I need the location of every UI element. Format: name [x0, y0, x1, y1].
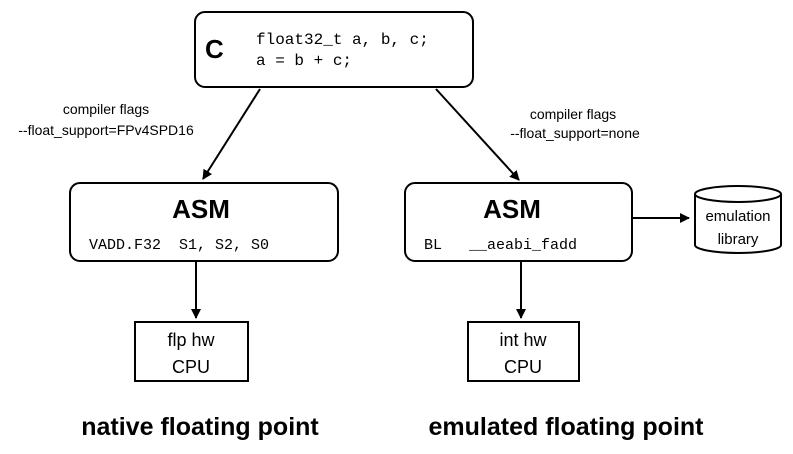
emulation-library-line-1: emulation [705, 208, 770, 225]
native-caption: native floating point [81, 413, 319, 441]
left-compiler-flags: compiler flags --float_support=FPv4SPD16 [18, 101, 194, 138]
emulated-caption: emulated floating point [429, 413, 705, 441]
c-code-line-2: a = b + c; [256, 52, 352, 70]
emulated-asm-box: ASM BL __aeabi_fadd [404, 182, 633, 262]
left-flags-value: --float_support=FPv4SPD16 [18, 122, 194, 138]
native-cpu-line-2: CPU [172, 357, 210, 377]
emulated-cpu-box: int hw CPU [467, 321, 580, 382]
arrow-source-to-emulated-asm [435, 88, 520, 181]
native-cpu-box: flp hw CPU [134, 321, 249, 382]
native-asm-title: ASM [172, 194, 230, 224]
right-flags-value: --float_support=none [510, 125, 640, 141]
emulated-asm-title: ASM [483, 194, 541, 224]
arrow-source-to-native-asm [202, 88, 261, 180]
emulated-cpu-line-1: int hw [499, 330, 547, 350]
emulation-library-line-2: library [718, 231, 759, 248]
c-language-label: C [205, 34, 224, 64]
right-flags-title: compiler flags [530, 106, 616, 122]
native-cpu-line-1: flp hw [167, 330, 215, 350]
source-code-box: C float32_t a, b, c; a = b + c; [194, 11, 474, 88]
left-flags-title: compiler flags [63, 101, 149, 117]
native-asm-code: VADD.F32 S1, S2, S0 [89, 237, 269, 254]
emulated-asm-code: BL __aeabi_fadd [424, 237, 577, 254]
emulated-cpu-line-2: CPU [504, 357, 542, 377]
c-code-line-1: float32_t a, b, c; [256, 31, 429, 49]
emulation-library-cylinder: emulation library [694, 185, 782, 254]
native-asm-box: ASM VADD.F32 S1, S2, S0 [69, 182, 339, 262]
right-compiler-flags: compiler flags --float_support=none [510, 106, 640, 141]
